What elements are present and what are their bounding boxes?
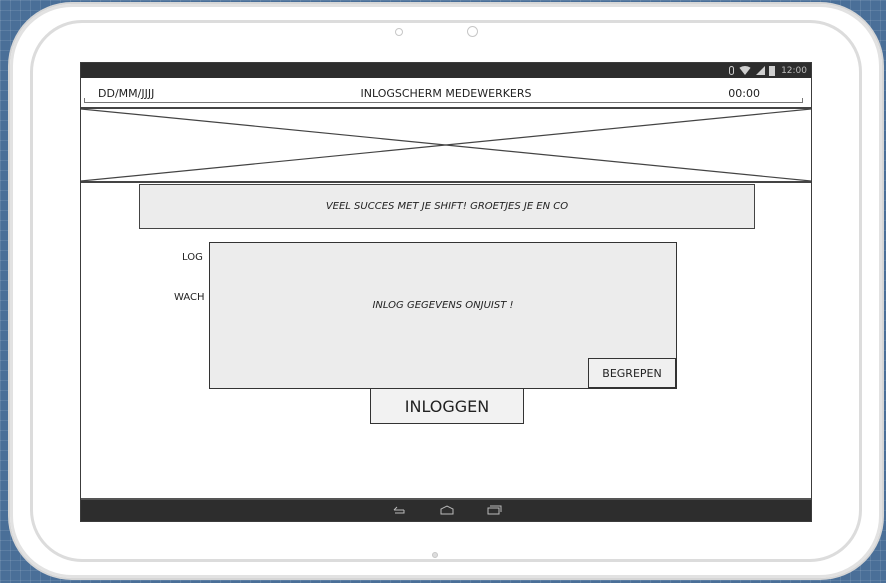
- status-clock: 12:00: [781, 65, 807, 76]
- header-divider-right-tick: [802, 98, 803, 102]
- app-header: DD/MM/JJJJ INLOGSCHERM MEDEWERKERS 00:00: [81, 78, 811, 105]
- begrepen-button[interactable]: BEGREPEN: [588, 358, 676, 388]
- wifi-icon: [738, 66, 753, 75]
- back-icon[interactable]: [391, 504, 407, 516]
- home-icon[interactable]: [439, 504, 455, 516]
- header-divider-left-tick: [84, 98, 85, 102]
- header-divider: [84, 102, 803, 103]
- camera-dot: [395, 28, 403, 36]
- status-bar: 12:00: [81, 63, 811, 78]
- password-label: WACH: [174, 292, 205, 303]
- battery-icon: [769, 65, 776, 76]
- error-message: INLOG GEGEVENS ONJUIST !: [372, 300, 514, 311]
- banner-image-placeholder: [81, 107, 811, 183]
- navigation-bar: [81, 498, 811, 521]
- header-time: 00:00: [728, 87, 760, 100]
- login-button[interactable]: INLOGGEN: [370, 388, 524, 424]
- header-date: DD/MM/JJJJ: [98, 87, 155, 100]
- bluetooth-icon: [729, 66, 735, 75]
- error-dialog: INLOG GEGEVENS ONJUIST ! BEGREPEN: [209, 242, 677, 389]
- recent-apps-icon[interactable]: [486, 504, 502, 516]
- signal-icon: [756, 66, 766, 75]
- page-title: INLOGSCHERM MEDEWERKERS: [360, 87, 532, 100]
- welcome-message: VEEL SUCCES MET JE SHIFT! GROETJES JE EN…: [139, 184, 755, 229]
- login-label: LOG: [182, 252, 203, 263]
- camera-lens: [467, 26, 478, 37]
- welcome-message-text: VEEL SUCCES MET JE SHIFT! GROETJES JE EN…: [325, 201, 569, 212]
- home-indicator-dot: [432, 552, 438, 558]
- device-screen: 12:00 DD/MM/JJJJ INLOGSCHERM MEDEWERKERS…: [80, 62, 812, 522]
